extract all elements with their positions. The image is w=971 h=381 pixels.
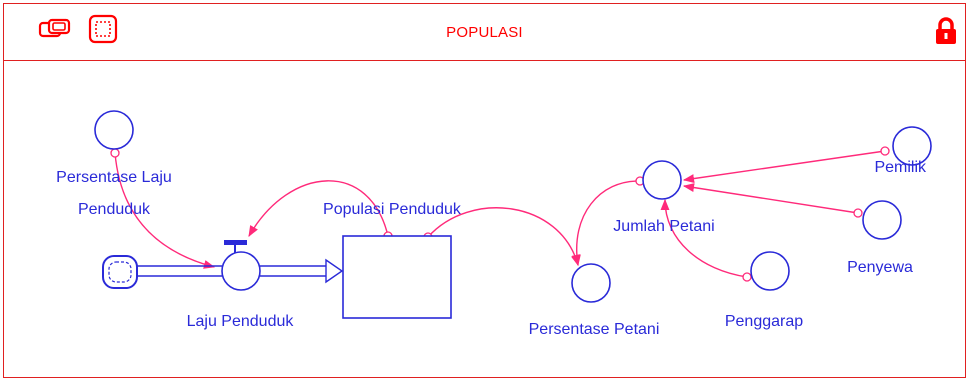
converter-pemilik[interactable] [892, 126, 932, 166]
connector-populasi-to-laju[interactable] [248, 180, 389, 237]
lock-icon[interactable] [935, 17, 957, 45]
model-window: POPULASI [3, 3, 966, 378]
converter-persentase-petani[interactable] [571, 263, 611, 303]
label-penyewa: Penyewa [847, 259, 913, 276]
converter-penyewa[interactable] [862, 200, 902, 240]
converter-penggarap[interactable] [750, 251, 790, 291]
label-penggarap: Penggarap [725, 313, 803, 330]
connector-jumlah-petani-to-persentase-petani[interactable] [571, 180, 641, 267]
connector-penyewa-to-jumlah-petani[interactable] [682, 183, 859, 214]
connector-persentase-laju-to-laju[interactable] [114, 152, 216, 269]
laju-penduduk-valve[interactable] [221, 240, 261, 291]
converter-persentase-laju-penduduk[interactable] [94, 110, 134, 150]
label-pemilik: Pemilik [874, 159, 927, 176]
label-persentase-laju-line1: Persentase Laju [56, 169, 172, 186]
frame-icon[interactable] [88, 14, 118, 44]
connector-penggarap-to-jumlah-petani[interactable] [660, 198, 748, 278]
converter-jumlah-petani[interactable] [642, 160, 682, 200]
stock-populasi-penduduk[interactable] [342, 235, 452, 319]
flow-pipe [137, 258, 344, 284]
window-titlebar: POPULASI [4, 4, 965, 61]
connector-pemilik-to-jumlah-petani[interactable] [682, 150, 886, 183]
layers-icon[interactable] [38, 14, 72, 44]
cloud-source[interactable] [102, 255, 138, 289]
label-laju-penduduk: Laju Penduduk [187, 313, 295, 330]
window-title: POPULASI [446, 24, 523, 41]
label-persentase-laju-line2: Penduduk [78, 201, 151, 218]
connectors [114, 150, 886, 278]
connector-populasi-to-persentase-petani[interactable] [427, 207, 580, 267]
label-populasi-penduduk: Populasi Penduduk [323, 201, 462, 218]
label-persentase-petani: Persentase Petani [529, 321, 660, 338]
label-jumlah-petani: Jumlah Petani [613, 218, 714, 235]
